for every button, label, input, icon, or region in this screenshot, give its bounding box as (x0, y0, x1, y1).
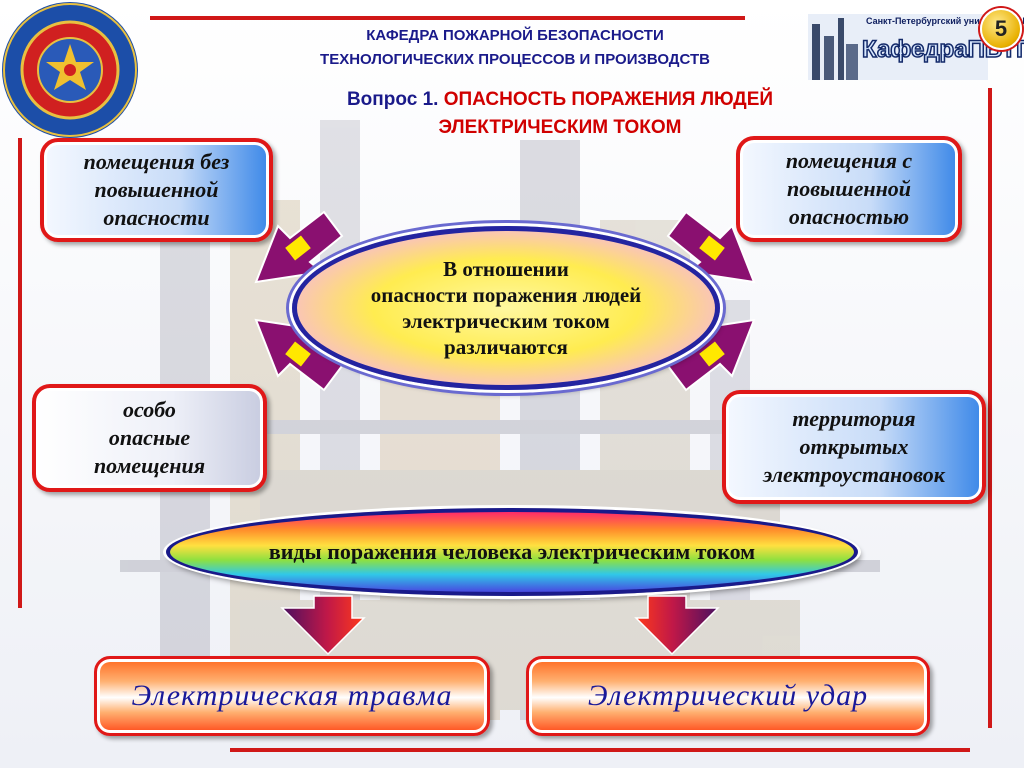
frame-line-bottom (230, 748, 970, 752)
frame-line-top (150, 16, 745, 20)
arrow-down-right-icon (634, 595, 720, 656)
category-open-electrical-installations: территория открытых электроустановок (722, 390, 986, 504)
outcome-electric-shock: Электрический удар (526, 656, 930, 736)
question-title: Вопрос 1. ОПАСНОСТЬ ПОРАЖЕНИЯ ЛЮДЕЙ ЭЛЕК… (250, 86, 870, 142)
question-title-line2: ЭЛЕКТРИЧЕСКИМ ТОКОМ (438, 117, 682, 138)
department-title: КАФЕДРА ПОЖАРНОЙ БЕЗОПАСНОСТИ ТЕХНОЛОГИЧ… (215, 24, 815, 72)
logo-university-text: Санкт-Петербургский университет ГПС МЧС (866, 16, 1024, 26)
university-emblem-logo (2, 2, 138, 138)
arrow-to-top-right-icon (666, 210, 756, 284)
damage-types-banner: виды поражения человека электрическим то… (166, 508, 858, 596)
question-title-line1: ОПАСНОСТЬ ПОРАЖЕНИЯ ЛЮДЕЙ (443, 89, 774, 110)
frame-line-left (18, 138, 22, 608)
damage-types-banner-text: виды поражения человека электрическим то… (268, 539, 756, 564)
category-especially-dangerous-label: особо опасные помещения (93, 397, 206, 478)
category-open-electrical-installations-label: территория открытых электроустановок (763, 406, 945, 487)
central-statement-text: В отношении опасности поражения людей эл… (370, 257, 642, 359)
refinery-logo-icon (808, 14, 988, 80)
category-increased-danger: помещения с повышенной опасностью (736, 136, 962, 242)
category-no-increased-danger: помещения без повышенной опасности (40, 138, 273, 242)
category-increased-danger-label: помещения с повышенной опасностью (785, 148, 913, 229)
department-title-line1: КАФЕДРА ПОЖАРНОЙ БЕЗОПАСНОСТИ (366, 27, 664, 44)
slide-number-badge: 5 (980, 8, 1022, 50)
central-statement-ellipse: В отношении опасности поражения людей эл… (292, 226, 720, 390)
question-number: Вопрос 1. (346, 89, 439, 110)
frame-line-right (988, 88, 992, 728)
department-logo: Санкт-Петербургский университет ГПС МЧС … (808, 14, 1024, 80)
outcome-electric-shock-label: Электрический удар (587, 679, 869, 712)
outcome-electrical-injury-label: Электрическая травма (131, 679, 453, 712)
outcome-electrical-injury: Электрическая травма (94, 656, 490, 736)
department-title-line2: ТЕХНОЛОГИЧЕСКИХ ПРОЦЕССОВ И ПРОИЗВОДСТВ (320, 51, 710, 68)
arrow-down-left-icon (280, 595, 366, 656)
category-especially-dangerous: особо опасные помещения (32, 384, 267, 492)
category-no-increased-danger-label: помещения без повышенной опасности (83, 149, 230, 230)
